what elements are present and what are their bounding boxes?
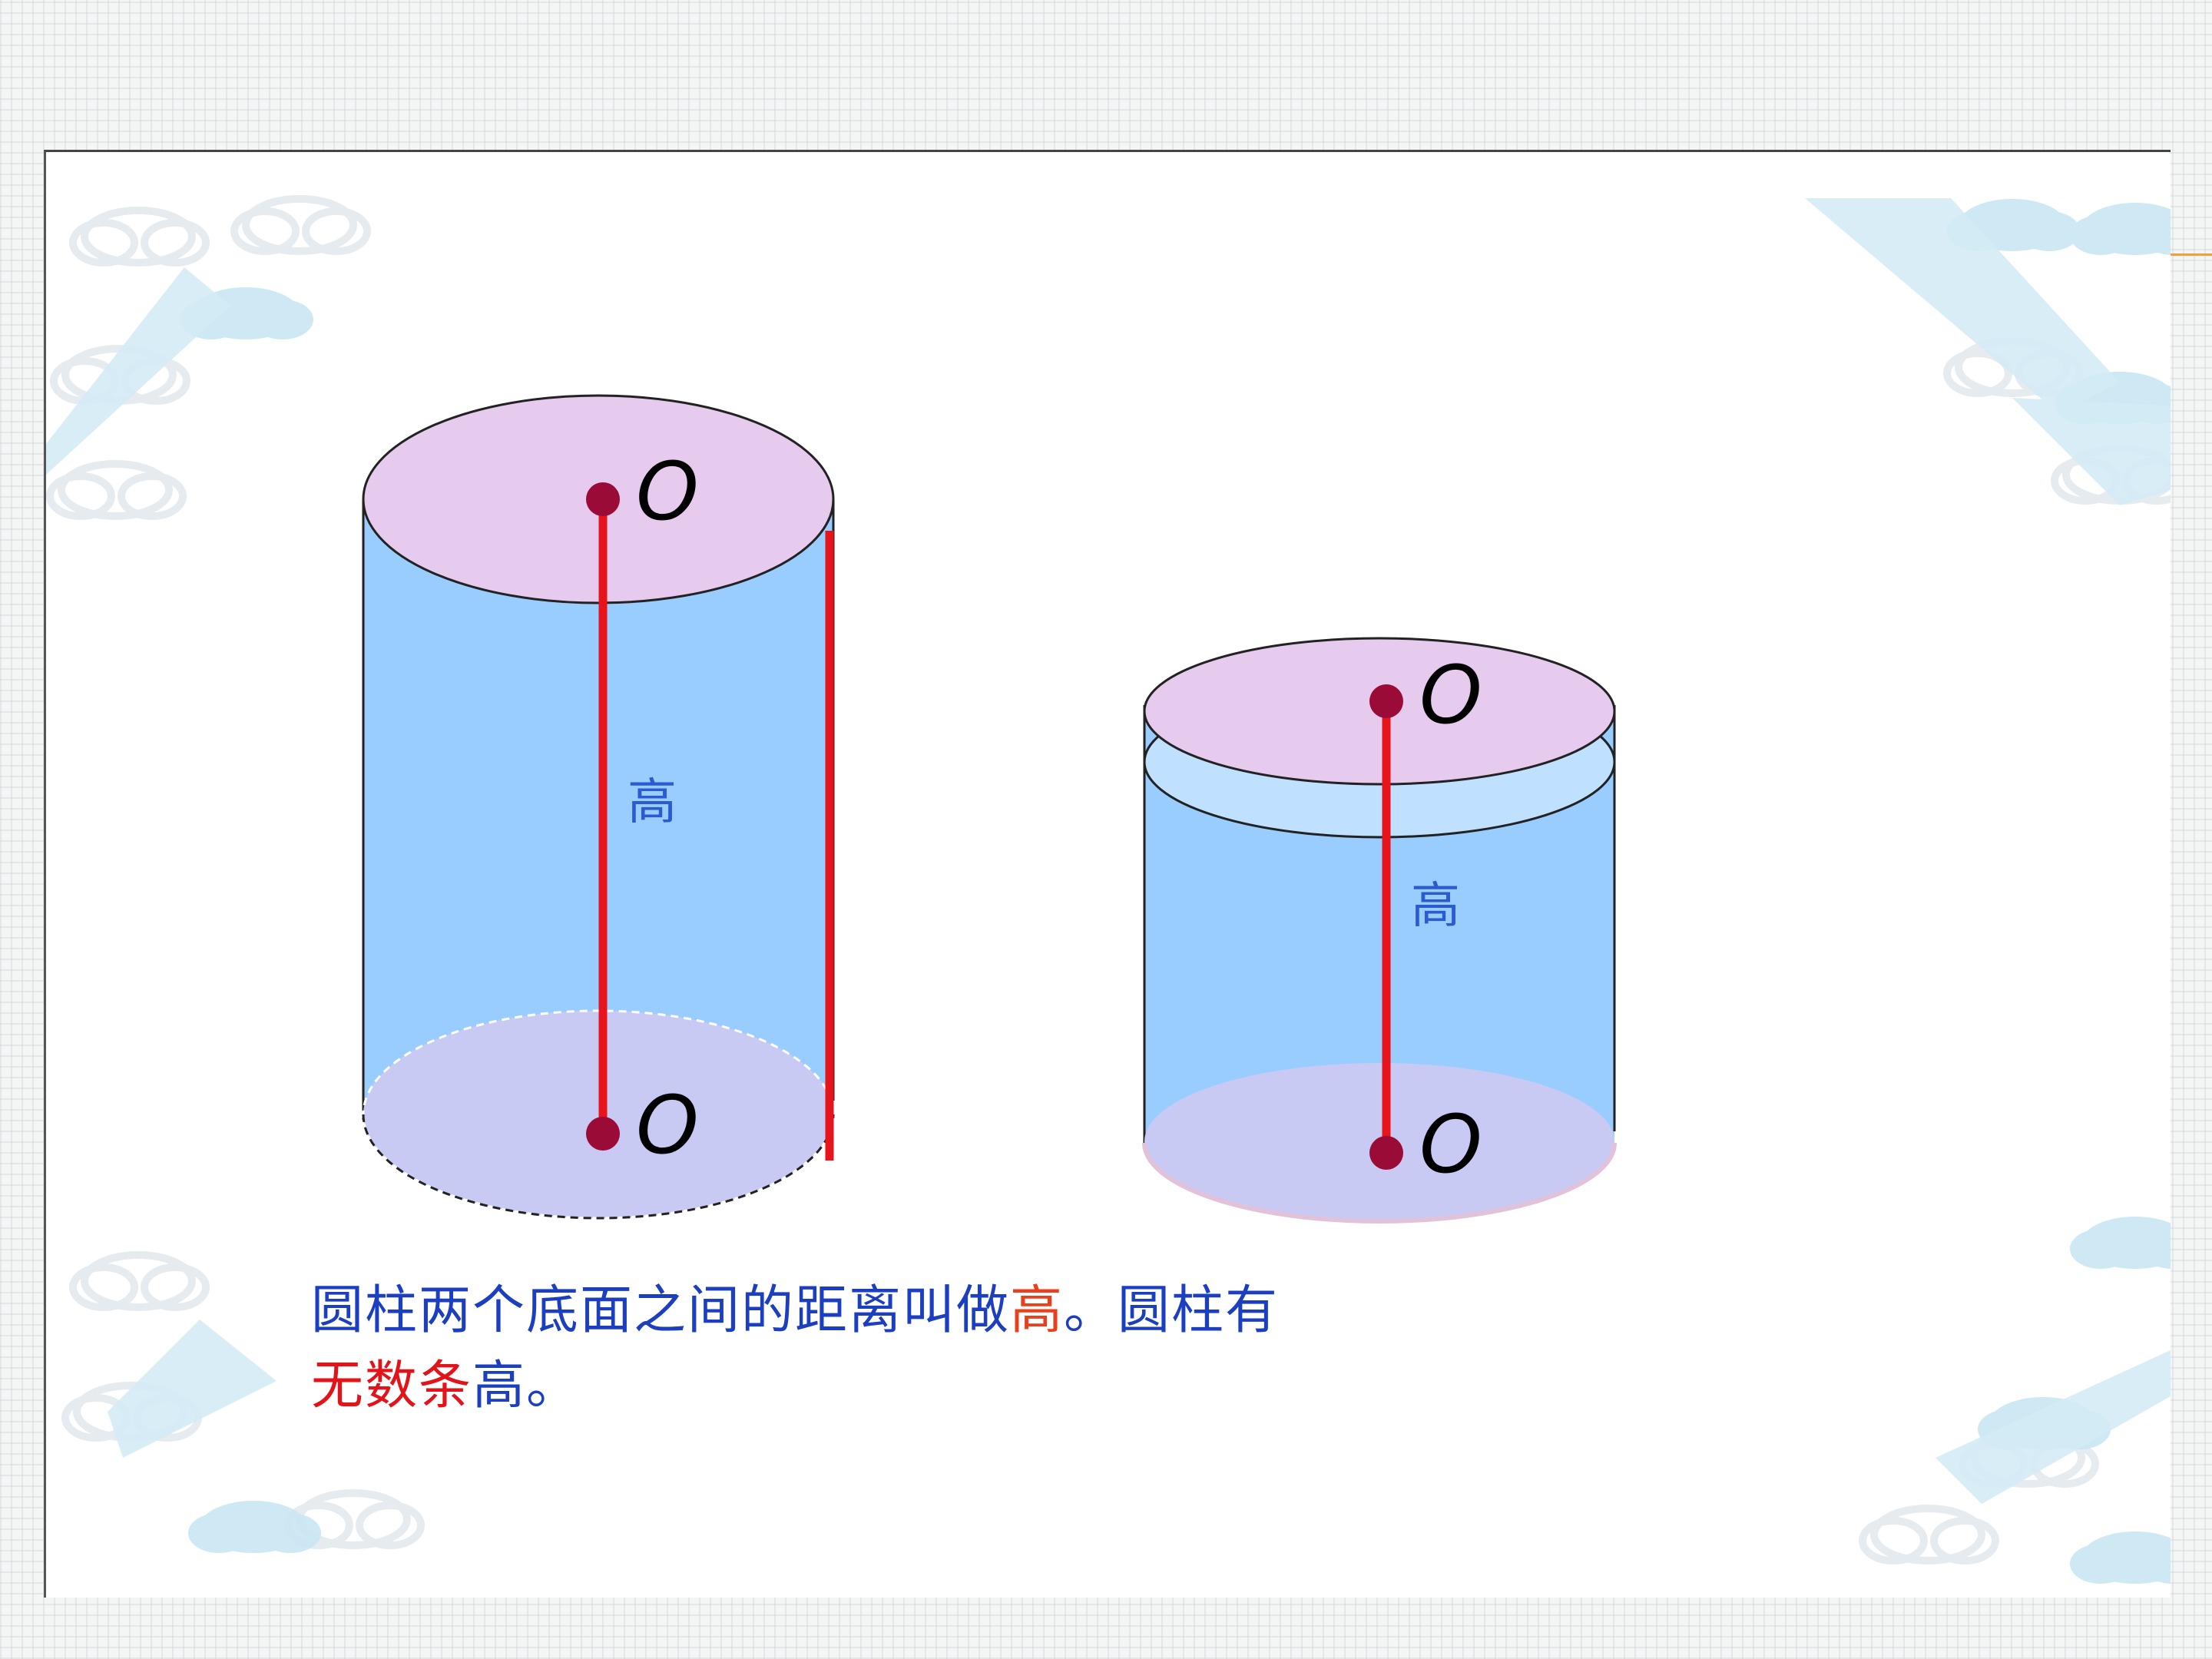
right-top-center-dot (1369, 684, 1403, 718)
left-bottom-center-dot (586, 1117, 620, 1151)
caption-highlight-height: 高 (1010, 1280, 1065, 1341)
right-top-center-label: O (1419, 648, 1482, 742)
right-height-label: 高 (1411, 878, 1460, 935)
left-cylinder (362, 394, 835, 1220)
right-bottom-center-dot (1369, 1136, 1403, 1170)
left-bottom-center-label: O (636, 1078, 699, 1172)
caption-text-1: 圆柱两个底面之间的距离叫做 (311, 1280, 1011, 1341)
left-cylinder-bottom-face (362, 1009, 835, 1220)
caption-text-3: 高。 (472, 1356, 581, 1416)
left-top-center-label: O (636, 445, 699, 538)
slide-artwork (46, 152, 2171, 1584)
slide: O O 高 O O 高 圆柱两个底面之间的距离叫做高。圆柱有无数条高。 (44, 150, 2171, 1598)
right-cylinder (1142, 637, 1617, 1224)
right-bottom-center-label: O (1419, 1098, 1482, 1191)
decorative-clouds (46, 198, 2171, 1584)
caption-text-2: 。圆柱有 (1064, 1280, 1280, 1341)
left-top-center-dot (586, 482, 620, 516)
caption-highlight-countless: 无数条 (311, 1356, 473, 1416)
definition-caption: 圆柱两个底面之间的距离叫做高。圆柱有无数条高。 (311, 1273, 1540, 1424)
left-height-label: 高 (628, 774, 677, 831)
decorative-orange-line (2170, 253, 2212, 256)
